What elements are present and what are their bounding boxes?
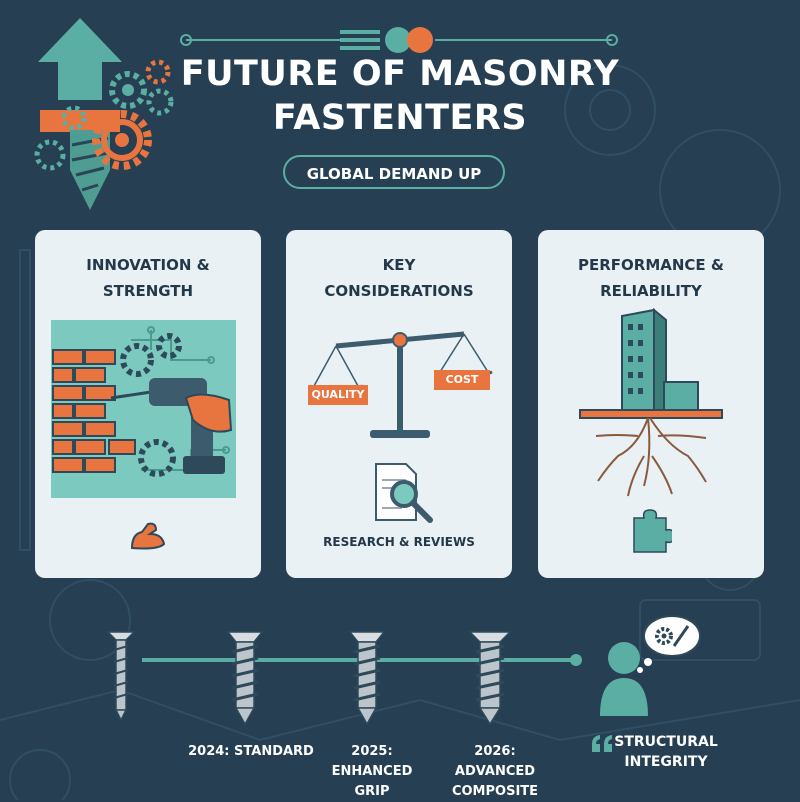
- research-reviews-label: RESEARCH & REVIEWS: [323, 535, 475, 549]
- puzzle-piece-icon: [633, 509, 672, 553]
- global-demand-badge: GLOBAL DEMAND UP: [283, 155, 505, 189]
- page-title: FUTURE OF MASONRY FASTENTERS: [180, 54, 620, 138]
- panel-title: KEY CONSIDERATIONS: [324, 256, 474, 300]
- screw-composite-icon: [468, 631, 512, 726]
- building-roots-icon: [579, 307, 723, 497]
- drill-brick-wall-illustration-icon: [51, 320, 236, 498]
- timeline-label-2024: 2024: STANDARD: [188, 744, 314, 759]
- screw-advanced-icon: [348, 631, 386, 726]
- screw-evolution-timeline: [106, 631, 582, 726]
- timeline-label-2025: 2025: ENHANCED GRIP: [331, 744, 413, 799]
- arrow-gears-logo-icon: [34, 18, 174, 210]
- structural-integrity-callout: STRUCTURAL INTEGRITY: [614, 734, 718, 770]
- flexed-arm-icon: [130, 522, 166, 550]
- quote-mark-icon: [592, 735, 612, 752]
- screw-standard-icon: [106, 631, 136, 722]
- panel-key-considerations: KEY CONSIDERATIONS QUALITY COST RESEARCH…: [286, 230, 512, 578]
- timeline-label-2026: 2026: ADVANCED COMPOSITE: [451, 744, 539, 799]
- person-thinking-icon: [600, 615, 701, 716]
- panel-innovation-strength: INNOVATION & STRENGTH: [35, 230, 261, 578]
- panel-title: PERFORMANCE & RELIABILITY: [578, 256, 724, 300]
- panel-title: INNOVATION & STRENGTH: [86, 256, 210, 300]
- document-magnifier-icon: [375, 463, 433, 523]
- quality-tag: QUALITY: [308, 385, 368, 405]
- panel-performance-reliability: PERFORMANCE & RELIABILITY: [538, 230, 764, 578]
- cost-tag: COST: [434, 370, 490, 390]
- circuit-line-decoration: [180, 27, 618, 53]
- screw-enhanced-grip-icon: [226, 631, 264, 726]
